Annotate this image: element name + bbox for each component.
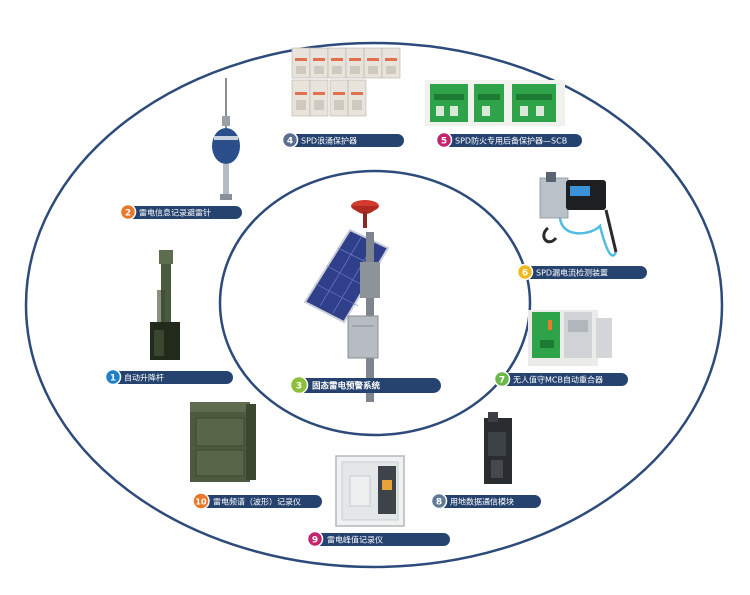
label-text: SPD漏电流检测装置 bbox=[536, 268, 608, 278]
badge-number: 1 bbox=[110, 374, 116, 384]
waveform-recorder-image bbox=[190, 402, 256, 482]
badge-number: 4 bbox=[287, 137, 293, 147]
telescopic-mast-image bbox=[150, 250, 180, 360]
badge-number: 3 bbox=[296, 382, 302, 392]
badge-number: 6 bbox=[522, 269, 528, 279]
badge-number: 8 bbox=[436, 498, 442, 508]
badge-number: 2 bbox=[125, 209, 131, 219]
badge-number: 10 bbox=[195, 498, 207, 507]
badge-number: 9 bbox=[312, 536, 318, 546]
peak-recorder-image bbox=[335, 455, 405, 527]
badge-number: 7 bbox=[499, 376, 505, 386]
badge-number: 5 bbox=[441, 137, 447, 147]
auto-recloser-image bbox=[528, 310, 612, 366]
label-item-8: 8 用地数据通信模块 bbox=[430, 492, 541, 510]
outer-ring bbox=[24, 41, 724, 569]
solar-warning-station-image bbox=[303, 200, 390, 402]
label-text: 用地数据通信模块 bbox=[450, 497, 514, 507]
inner-ring bbox=[218, 169, 532, 437]
label-text: 自动升降杆 bbox=[124, 373, 164, 383]
label-text: 雷电峰值记录仪 bbox=[327, 535, 383, 545]
label-text: 固态雷电预警系统 bbox=[312, 381, 381, 392]
label-text: 无人值守MCB自动重合器 bbox=[513, 375, 603, 385]
comm-module-image bbox=[484, 412, 512, 484]
label-item-2: 2 雷电信息记录避雷针 bbox=[119, 203, 242, 221]
label-text: SPD防火专用后备保护器—SCB bbox=[455, 136, 567, 146]
leakage-detector-image bbox=[539, 172, 618, 257]
backup-protector-image bbox=[425, 80, 565, 126]
label-text: 雷电频谱（波形）记录仪 bbox=[213, 497, 301, 507]
label-item-3: 3 固态雷电预警系统 bbox=[289, 375, 441, 395]
label-text: 雷电信息记录避雷针 bbox=[139, 208, 211, 218]
lightning-rod-image bbox=[212, 78, 240, 200]
label-item-9: 9 雷电峰值记录仪 bbox=[306, 530, 450, 548]
label-item-7: 7 无人值守MCB自动重合器 bbox=[493, 370, 628, 388]
surge-protector-image bbox=[291, 47, 401, 117]
label-item-1: 1 自动升降杆 bbox=[104, 368, 233, 386]
label-item-4: 4 SPD浪涌保护器 bbox=[281, 131, 404, 149]
label-item-6: 6 SPD漏电流检测装置 bbox=[516, 263, 647, 281]
label-item-5: 5 SPD防火专用后备保护器—SCB bbox=[435, 131, 582, 149]
label-text: SPD浪涌保护器 bbox=[301, 136, 357, 146]
label-item-10: 10 雷电频谱（波形）记录仪 bbox=[192, 492, 322, 510]
